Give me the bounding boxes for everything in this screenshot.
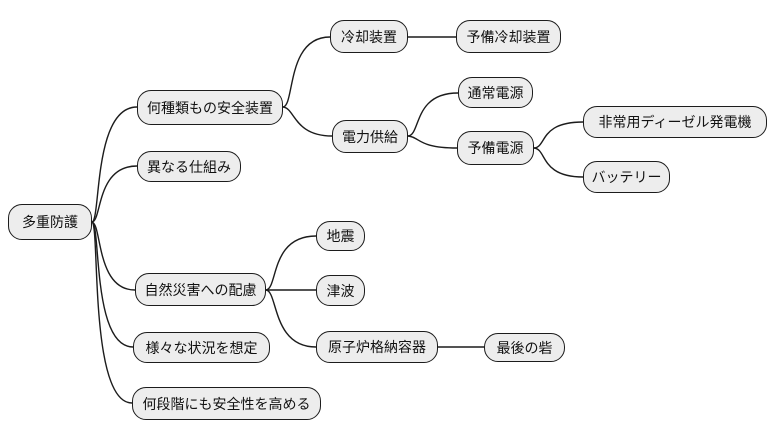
edge-disaster-containment: [265, 289, 317, 348]
node-containment-vessel: 原子炉格納容器: [316, 331, 438, 363]
edge-power-backup: [407, 135, 458, 149]
edge-disaster-earthquake: [265, 235, 317, 291]
node-backup-cooling: 予備冷却装置: [456, 20, 561, 53]
node-various-situations: 様々な状況を想定: [133, 332, 270, 363]
node-power-supply: 電力供給: [332, 120, 408, 153]
node-safety-devices: 何種類もの安全装置: [137, 90, 283, 125]
node-tsunami: 津波: [316, 275, 365, 306]
edge-root-various: [91, 221, 134, 348]
node-battery: バッテリー: [583, 161, 670, 193]
edge-root-safety: [91, 106, 138, 223]
edge-root-multistage: [91, 221, 133, 404]
edge-safety-cooling: [282, 36, 331, 108]
node-last-fortress: 最後の砦: [484, 333, 565, 362]
node-cooling: 冷却装置: [330, 20, 408, 53]
edge-backup-diesel: [533, 121, 584, 149]
node-multistage-safety: 何段階にも安全性を高める: [132, 387, 321, 420]
edge-backup-battery: [533, 147, 584, 178]
edge-root-disaster: [91, 221, 136, 291]
node-diesel-generator: 非常用ディーゼル発電機: [583, 106, 767, 138]
node-backup-power: 予備電源: [457, 131, 534, 165]
edge-root-different: [91, 165, 138, 223]
node-root: 多重防護: [8, 204, 92, 240]
edge-power-normal: [407, 92, 459, 137]
edge-safety-power: [282, 106, 333, 137]
node-normal-power: 通常電源: [458, 77, 533, 108]
node-different-mechanism: 異なる仕組み: [137, 151, 241, 182]
node-natural-disaster: 自然災害への配慮: [135, 273, 266, 306]
node-earthquake: 地震: [316, 221, 365, 251]
